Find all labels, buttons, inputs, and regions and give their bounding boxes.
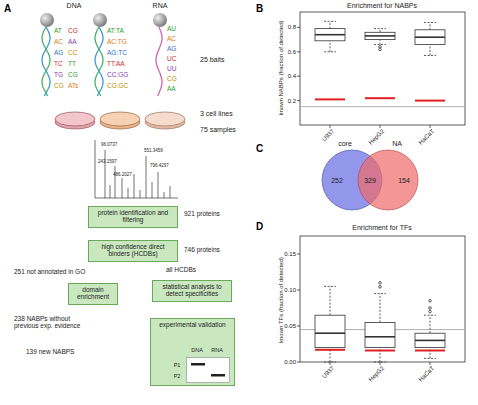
label: CC xyxy=(68,49,77,56)
label: 251 not annotated in GO xyxy=(14,268,86,275)
label: UC xyxy=(167,55,176,62)
label: 0.15 xyxy=(284,251,296,258)
label: RNA xyxy=(211,347,223,353)
label: TT:AA xyxy=(107,60,125,67)
label: P1 xyxy=(174,362,181,368)
label: 243.1597 xyxy=(98,160,117,165)
gel-image xyxy=(186,357,230,383)
strand xyxy=(156,27,162,96)
bead xyxy=(93,13,107,27)
label: DNA xyxy=(67,2,82,10)
label: AG:TC xyxy=(107,49,127,56)
label: AC xyxy=(54,38,63,45)
label: AT xyxy=(54,27,62,34)
label: U937 xyxy=(321,128,336,143)
label: TT xyxy=(68,60,76,67)
label: 25 baits xyxy=(200,56,225,64)
label: AU xyxy=(167,25,176,32)
box-text: protein identification and filtering xyxy=(92,209,174,224)
label: 0.00 xyxy=(284,359,296,366)
label: 0.8 xyxy=(288,24,296,31)
label: U937 xyxy=(321,365,336,380)
label: CG xyxy=(68,71,78,78)
label: AA xyxy=(167,85,176,92)
label: 3 cell lines xyxy=(200,110,233,118)
label: 252 xyxy=(331,177,343,185)
label: 921 proteins xyxy=(184,210,220,217)
label: 0.05 xyxy=(284,323,296,330)
label: HaCaT xyxy=(418,128,436,146)
strand xyxy=(95,27,103,96)
label: RNA xyxy=(153,2,168,10)
venn-diagram xyxy=(322,150,418,210)
label: core xyxy=(338,140,352,148)
label: 0.4 xyxy=(288,73,296,80)
label: CC:GG xyxy=(107,71,128,78)
label: AT:TA xyxy=(107,27,124,34)
box-text: experimental validation xyxy=(154,321,231,328)
label: TC xyxy=(54,60,63,67)
label: B xyxy=(256,3,263,14)
label: known NABPs (fraction of detected) xyxy=(278,20,285,115)
bead xyxy=(153,13,167,27)
label: P2 xyxy=(174,373,181,379)
label: NA xyxy=(392,140,402,148)
label: 75 samples xyxy=(200,126,236,134)
bait-strands xyxy=(42,27,162,96)
box-text: high confidence direct binders (HCDBs) xyxy=(92,243,174,258)
label: CG xyxy=(54,82,64,89)
label: AA xyxy=(68,38,77,45)
strand xyxy=(95,27,103,96)
label: AG xyxy=(54,49,63,56)
process-box: statistical analysis to detect specifici… xyxy=(152,280,232,302)
process-box: domain enrichment xyxy=(68,283,118,305)
label: A xyxy=(4,3,11,14)
label: AC xyxy=(167,35,176,42)
label: D xyxy=(256,221,263,232)
label: AC:TG xyxy=(107,38,127,45)
label: 329 xyxy=(364,177,376,185)
boxplot-nabps xyxy=(297,12,465,128)
label: 238 NABPs without previous exp. evidence xyxy=(14,315,94,329)
label: 154 xyxy=(398,177,410,185)
label: DNA xyxy=(191,347,203,353)
process-box: protein identification and filtering xyxy=(88,206,178,228)
label: HepG2 xyxy=(368,128,386,146)
label: 551.3459 xyxy=(144,149,163,154)
label: CG:GC xyxy=(107,82,128,89)
label: 139 new NABPS xyxy=(26,348,74,355)
label: Enrichment for NABPs xyxy=(347,2,417,10)
boxplot-tfs xyxy=(297,236,465,365)
cell-dishes xyxy=(55,112,185,129)
label: UU xyxy=(167,65,176,72)
label: 0.10 xyxy=(284,287,296,294)
box-text: statistical analysis to detect specifici… xyxy=(156,283,228,298)
label: HepG2 xyxy=(368,365,386,383)
box-text: domain enrichment xyxy=(72,286,114,301)
label: known TFs (fraction of detected) xyxy=(278,257,285,343)
label: 0.6 xyxy=(288,49,296,56)
label: 486.2027 xyxy=(113,173,132,178)
label: ATs xyxy=(68,82,78,89)
label: 96.0737 xyxy=(101,143,117,148)
label: all HCDBs xyxy=(166,266,196,273)
label: CG xyxy=(167,75,177,82)
label: 746 proteins xyxy=(184,246,220,253)
strand xyxy=(42,27,50,96)
label: C xyxy=(256,143,263,154)
process-box: high confidence direct binders (HCDBs) xyxy=(88,240,178,262)
strand xyxy=(42,27,50,96)
bead xyxy=(40,13,54,27)
label: TG xyxy=(54,71,63,78)
label: AG xyxy=(167,45,176,52)
label: 0.2 xyxy=(288,97,296,104)
mass-spectrum xyxy=(95,140,178,198)
label: Enrichment for TFs xyxy=(352,224,411,232)
label: CG xyxy=(68,27,78,34)
label: 796.4297 xyxy=(150,164,169,169)
label: HaCaT xyxy=(418,365,436,383)
